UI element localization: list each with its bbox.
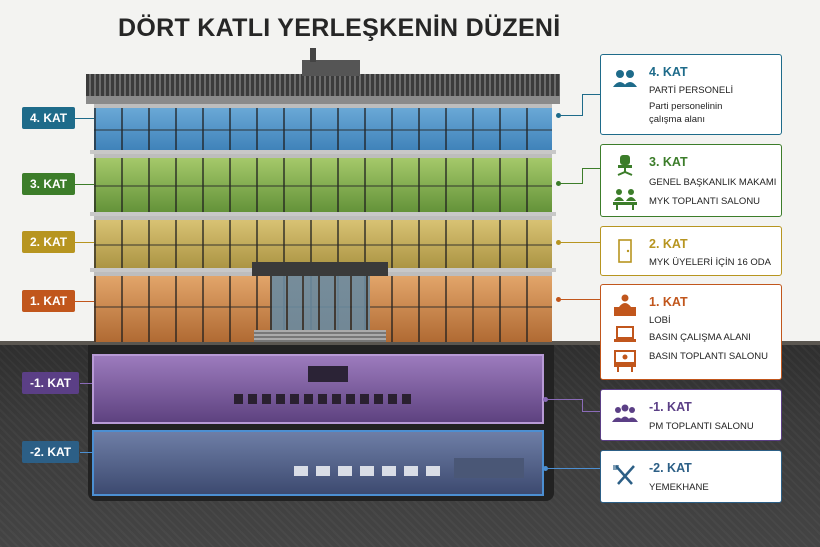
kitchen-counter — [454, 458, 524, 478]
door-icon — [611, 239, 639, 263]
office-chair-icon — [611, 153, 639, 177]
basement-floor-2 — [92, 430, 544, 496]
people-icon — [611, 402, 639, 426]
building-floor-4 — [94, 104, 552, 154]
fork-knife-icon — [611, 463, 639, 487]
card-heading: -2. KAT — [649, 461, 692, 475]
ground-line — [0, 341, 820, 345]
page-title: DÖRT KATLI YERLEŞKENİN DÜZENİ — [118, 14, 561, 42]
card-line: BASIN TOPLANTI SALONU — [649, 351, 768, 362]
floor-label-3: 3. KAT — [22, 173, 76, 195]
floor-card-4: 4. KAT PARTİ PERSONELİ Parti personelini… — [600, 54, 782, 135]
connector-line — [560, 242, 600, 243]
label-connector — [74, 118, 94, 119]
card-heading: 1. KAT — [649, 295, 688, 309]
entrance-steps — [254, 330, 386, 342]
wall-screen — [308, 366, 348, 382]
floor-card-3: 3. KAT GENEL BAŞKANLIK MAKAMI MYK TOPLAN… — [600, 144, 782, 217]
connector-line — [582, 94, 600, 95]
floor-slab — [90, 150, 556, 154]
floor-label-4: 4. KAT — [22, 107, 76, 129]
card-line: BASIN ÇALIŞMA ALANI — [649, 332, 751, 343]
laptop-icon — [611, 323, 639, 347]
connector-line — [582, 399, 583, 412]
building-floor-3 — [94, 154, 552, 216]
connector-dot — [556, 240, 561, 245]
card-heading: 2. KAT — [649, 237, 688, 251]
connector-line — [548, 468, 600, 469]
press-conference-icon — [611, 349, 639, 373]
connector-line — [582, 168, 583, 184]
connector-line — [548, 399, 582, 400]
card-line: PARTİ PERSONELİ — [649, 85, 734, 96]
floor-card-minus-1: -1. KAT PM TOPLANTI SALONU — [600, 389, 782, 441]
connector-dot — [556, 113, 561, 118]
reception-desk-icon — [611, 293, 639, 317]
connector-line — [582, 168, 600, 169]
connector-line — [560, 183, 582, 184]
floor-card-1: 1. KAT LOBİ BASIN ÇALIŞMA ALANI BASIN TO… — [600, 284, 782, 380]
building-floor-2 — [94, 216, 552, 272]
floor-card-2: 2. KAT MYK ÜYELERİ İÇİN 16 ODA — [600, 226, 782, 276]
entrance-canopy — [252, 262, 388, 276]
dining-tables — [294, 466, 444, 476]
card-line: MYK ÜYELERİ İÇİN 16 ODA — [649, 257, 771, 268]
meeting-tables — [234, 394, 414, 404]
connector-dot — [556, 297, 561, 302]
people-icon — [611, 67, 639, 91]
card-heading: 3. KAT — [649, 155, 688, 169]
card-line: PM TOPLANTI SALONU — [649, 421, 754, 432]
card-line: MYK TOPLANTI SALONU — [649, 196, 761, 207]
card-heading: -1. KAT — [649, 400, 692, 414]
card-line: Parti personelinin — [649, 101, 723, 112]
floor-label-minus-2: -2. KAT — [22, 441, 80, 463]
connector-line — [582, 411, 600, 412]
connector-line — [560, 299, 600, 300]
label-connector — [74, 184, 94, 185]
floor-label-2: 2. KAT — [22, 231, 76, 253]
label-connector — [74, 301, 94, 302]
roof-unit — [302, 60, 360, 76]
connector-line — [560, 115, 582, 116]
connector-line — [582, 94, 583, 116]
roof-vent — [310, 48, 316, 62]
card-line: GENEL BAŞKANLIK MAKAMI — [649, 177, 777, 188]
card-line: çalışma alanı — [649, 114, 705, 125]
roof-slab — [86, 96, 560, 104]
label-connector — [74, 242, 94, 243]
floor-label-minus-1: -1. KAT — [22, 372, 80, 394]
label-connector — [80, 452, 92, 453]
label-connector — [80, 383, 92, 384]
connector-dot — [543, 397, 548, 402]
connector-dot — [556, 181, 561, 186]
floor-card-minus-2: -2. KAT YEMEKHANE — [600, 450, 782, 503]
floor-slab — [90, 212, 556, 216]
card-heading: 4. KAT — [649, 65, 688, 79]
card-line: LOBİ — [649, 315, 671, 326]
entrance-doors — [270, 276, 370, 338]
card-line: YEMEKHANE — [649, 482, 709, 493]
basement-floor-1 — [92, 354, 544, 424]
roof-equipment — [86, 74, 560, 96]
meeting-table-icon — [611, 187, 639, 211]
connector-dot — [543, 466, 548, 471]
floor-label-1: 1. KAT — [22, 290, 76, 312]
